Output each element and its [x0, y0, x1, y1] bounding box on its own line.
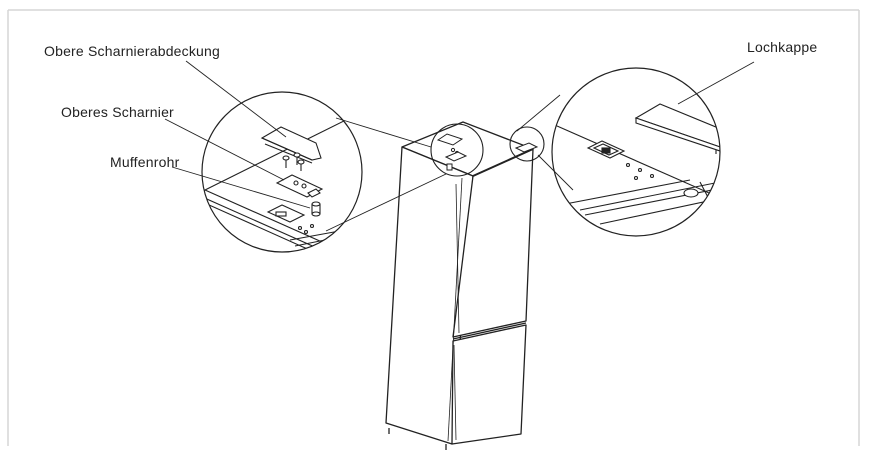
upper-hinge-part [275, 174, 324, 198]
hinge-screws [282, 152, 305, 171]
detail-connector-lines [325, 94, 574, 232]
label-upper-hinge: Oberes Scharnier [61, 104, 174, 120]
sleeve-tube-part [311, 201, 321, 217]
refrigerator [385, 121, 534, 450]
label-upper-hinge-cover: Obere Scharnierabdeckung [44, 43, 221, 59]
left-detail-view [201, 91, 363, 253]
right-detail-view [551, 67, 721, 237]
label-leader-lines [164, 60, 755, 209]
label-hole-cap: Lochkappe [747, 39, 818, 55]
fridge-lower-door [451, 324, 527, 445]
hinge-recess [586, 140, 655, 181]
label-sleeve-tube: Muffenrohr [110, 154, 180, 170]
detail-marker-cap [509, 126, 545, 162]
detail-marker-hinge [430, 123, 484, 177]
hole-cap-part [634, 103, 720, 154]
figure-frame [7, 9, 860, 446]
fridge-top-hinge-parts [436, 133, 539, 171]
